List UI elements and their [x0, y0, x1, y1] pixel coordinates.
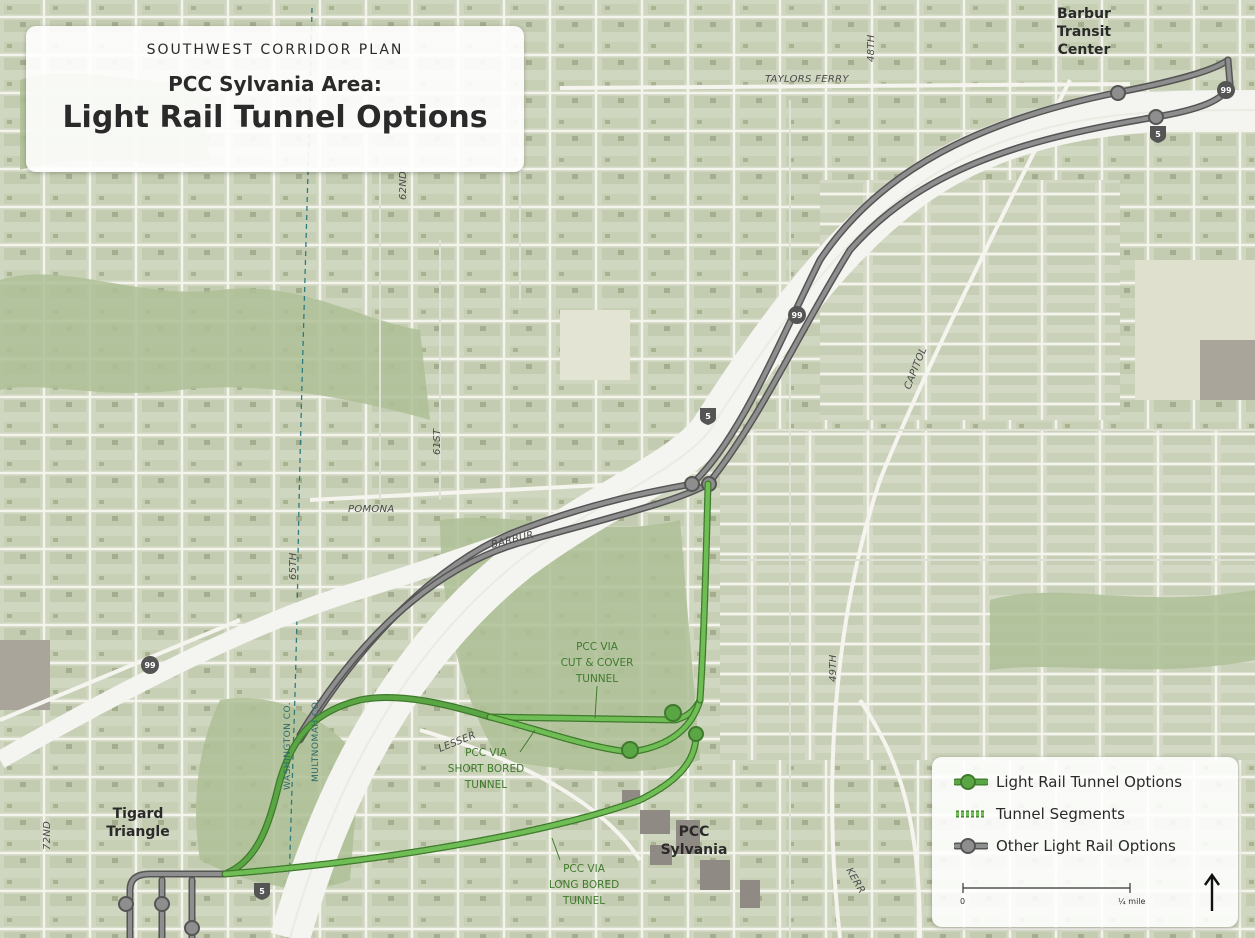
- legend-other-options-label: Other Light Rail Options: [996, 837, 1176, 855]
- svg-text:CUT & COVER: CUT & COVER: [561, 657, 634, 669]
- county-line: [287, 7, 313, 938]
- scale-zero-label: 0: [960, 897, 966, 906]
- svg-text:Triangle: Triangle: [106, 824, 169, 840]
- svg-text:99: 99: [791, 311, 803, 320]
- svg-text:Barbur: Barbur: [1057, 6, 1111, 22]
- building-b: [0, 640, 50, 710]
- label-61st: 61ST: [432, 428, 443, 455]
- svg-text:PCC VIA: PCC VIA: [465, 747, 508, 759]
- building-a: [1200, 340, 1255, 400]
- north-arrow-icon: [1204, 873, 1220, 911]
- map-title: Light Rail Tunnel Options: [62, 100, 488, 135]
- station-barbur-tc: [1110, 85, 1126, 101]
- legend-tunnel-options-icon: [954, 774, 988, 790]
- legend-tunnel-segments-icon: [956, 810, 986, 818]
- label-barbur-transit-center: Barbur Transit Center: [1057, 6, 1111, 58]
- minor-streets: [379, 100, 1255, 938]
- station-west-b: [154, 896, 170, 912]
- station-barbur-53rd-a: [684, 476, 700, 492]
- svg-text:5: 5: [705, 412, 711, 421]
- station-barbur-tc-2: [1148, 109, 1164, 125]
- label-cut-cover-option: PCC VIA CUT & COVER TUNNEL: [561, 641, 634, 685]
- east-grid: [720, 430, 1255, 760]
- field-a: [560, 310, 630, 380]
- scale-bar: [962, 883, 1131, 893]
- svg-text:5: 5: [1155, 130, 1161, 139]
- shield-99-mid: 99: [788, 306, 806, 324]
- or99-corridor: [0, 491, 643, 768]
- legend: Light Rail Tunnel Options Tunnel Segment…: [932, 757, 1238, 927]
- shield-i5-south: 5: [254, 883, 270, 900]
- shield-i5-mid: 5: [700, 408, 716, 425]
- station-west-a: [118, 896, 134, 912]
- label-long-bored-option: PCC VIA LONG BORED TUNNEL: [549, 863, 619, 907]
- tunnel-option-stations: [621, 704, 704, 759]
- svg-text:LONG BORED: LONG BORED: [549, 879, 619, 891]
- shield-99-north: 99: [1217, 81, 1235, 99]
- label-pomona: POMONA: [348, 504, 395, 515]
- other-light-rail-lines: [126, 56, 1234, 938]
- title-box: SOUTHWEST CORRIDOR PLAN PCC Sylvania Are…: [26, 26, 524, 172]
- label-tigard-triangle: Tigard Triangle: [106, 806, 169, 840]
- label-48th: 48TH: [866, 34, 877, 62]
- shield-99-west: 99: [141, 656, 159, 674]
- legend-tunnel-options-label: Light Rail Tunnel Options: [996, 773, 1183, 791]
- svg-text:5: 5: [259, 887, 265, 896]
- svg-text:PCC VIA: PCC VIA: [563, 863, 606, 875]
- svg-text:PCC: PCC: [679, 824, 710, 840]
- pcc-campus-buildings: [622, 790, 760, 908]
- option-leader-lines: [519, 685, 598, 861]
- legend-item-tunnel-segments: Tunnel Segments: [954, 803, 1125, 825]
- label-72nd: 72ND: [42, 821, 53, 850]
- station-cut-cover: [664, 704, 682, 722]
- area-name: PCC Sylvania Area:: [168, 72, 382, 96]
- legend-item-tunnel-options: Light Rail Tunnel Options: [954, 771, 1182, 793]
- svg-text:TUNNEL: TUNNEL: [575, 673, 618, 685]
- label-multnomah-county: MULTNOMAH CO.: [311, 699, 321, 782]
- i5-centerline: [289, 109, 1255, 938]
- label-taylors-ferry: TAYLORS FERRY: [765, 74, 849, 85]
- label-short-bored-option: PCC VIA SHORT BORED TUNNEL: [448, 747, 524, 791]
- label-65th: 65TH: [288, 552, 299, 580]
- svg-text:Center: Center: [1058, 42, 1111, 58]
- station-long-bored: [688, 726, 704, 742]
- svg-text:Transit: Transit: [1057, 24, 1111, 40]
- svg-text:SHORT BORED: SHORT BORED: [448, 763, 524, 775]
- label-washington-county: WASHINGTON CO.: [283, 702, 293, 790]
- svg-text:99: 99: [1220, 86, 1232, 95]
- label-pcc-sylvania: PCC Sylvania: [661, 824, 728, 858]
- label-49th: 49TH: [828, 654, 839, 682]
- station-west-c: [184, 920, 200, 936]
- plan-name: SOUTHWEST CORRIDOR PLAN: [146, 42, 404, 58]
- legend-tunnel-segments-label: Tunnel Segments: [996, 805, 1125, 823]
- shield-i5-north: 5: [1150, 126, 1166, 143]
- label-62nd: 62ND: [398, 171, 409, 200]
- svg-text:Sylvania: Sylvania: [661, 842, 728, 858]
- scale-max-label: ¼ mile: [1118, 897, 1146, 906]
- svg-text:Tigard: Tigard: [113, 806, 164, 822]
- svg-text:99: 99: [144, 661, 156, 670]
- svg-text:TUNNEL: TUNNEL: [562, 895, 605, 907]
- station-short-bored: [621, 741, 639, 759]
- other-light-rail-stations: [118, 85, 1164, 936]
- legend-item-other-options: Other Light Rail Options: [954, 835, 1176, 857]
- svg-text:PCC VIA: PCC VIA: [576, 641, 619, 653]
- svg-text:TUNNEL: TUNNEL: [464, 779, 507, 791]
- legend-other-options-icon: [954, 838, 988, 854]
